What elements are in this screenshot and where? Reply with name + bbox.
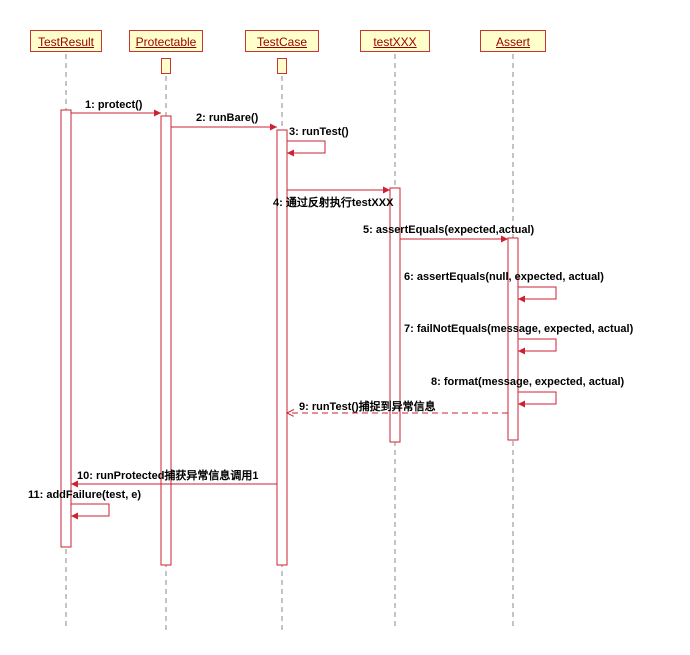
message-label-1: 1: protect() bbox=[85, 99, 143, 111]
message-label-7: 7: failNotEquals(message, expected, actu… bbox=[404, 323, 634, 335]
activation-testresult bbox=[60, 109, 72, 548]
lifeline-head-testcase: TestCase bbox=[245, 30, 319, 52]
message-label-8: 8: format(message, expected, actual) bbox=[431, 376, 625, 388]
message-label-3: 3: runTest() bbox=[289, 126, 349, 138]
message-label-6: 6: assertEquals(null, expected, actual) bbox=[404, 271, 604, 283]
message-label-10: 10: runProtected捕获异常信息调用1 bbox=[77, 470, 259, 482]
message-line-6 bbox=[518, 286, 557, 303]
object-box-testcase bbox=[277, 58, 287, 74]
message-line-11 bbox=[71, 503, 110, 520]
activation-assert bbox=[507, 237, 519, 441]
message-label-9: 9: runTest()捕捉到异常信息 bbox=[299, 401, 436, 413]
message-label-4: 4: 通过反射执行testXXX bbox=[273, 197, 394, 209]
message-label-2: 2: runBare() bbox=[196, 112, 259, 124]
object-box-protectable bbox=[161, 58, 171, 74]
lifeline-head-testxxx: testXXX bbox=[360, 30, 430, 52]
lifeline-head-assert: Assert bbox=[480, 30, 546, 52]
lifeline-head-testresult: TestResult bbox=[30, 30, 102, 52]
message-line-8 bbox=[518, 391, 557, 408]
message-line-3 bbox=[287, 140, 326, 157]
message-label-11: 11: addFailure(test, e) bbox=[28, 489, 142, 501]
activation-testxxx bbox=[389, 187, 401, 443]
message-line-7 bbox=[518, 338, 557, 355]
activation-protectable bbox=[160, 115, 172, 566]
message-label-5: 5: assertEquals(expected,actual) bbox=[363, 224, 535, 236]
activation-testcase bbox=[276, 129, 288, 566]
lifeline-head-protectable: Protectable bbox=[129, 30, 203, 52]
